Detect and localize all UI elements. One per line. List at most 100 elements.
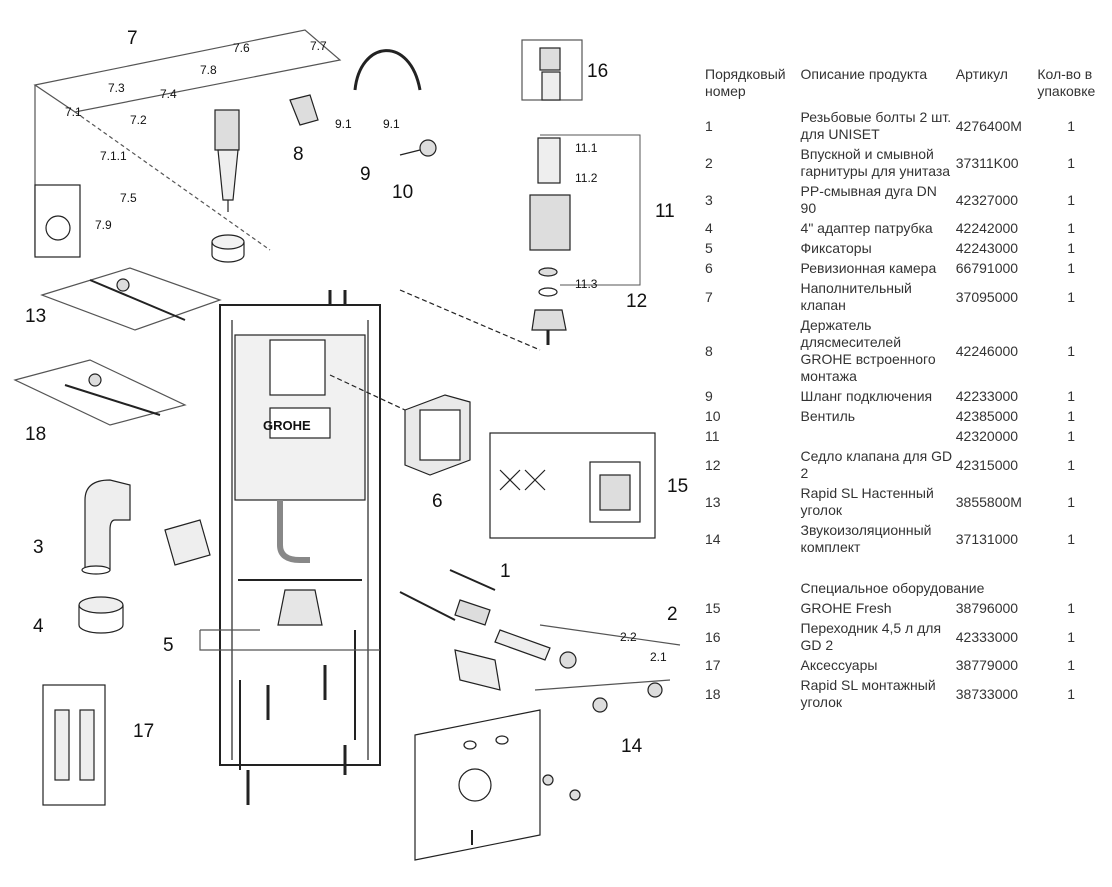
- cell-pos: 15: [705, 600, 721, 616]
- callout-3: 3: [33, 537, 44, 558]
- cell-article: 42243000: [955, 240, 1019, 256]
- cell-article: 42315000: [955, 456, 1019, 473]
- callout-16: 16: [587, 61, 608, 82]
- callout-6: 6: [432, 491, 443, 512]
- cell-article: 38733000: [955, 685, 1019, 702]
- callout-18: 18: [25, 424, 46, 445]
- cell-desc: Переходник 4,5 л для GD 2: [800, 620, 942, 653]
- cell-desc: Держатель длясмесителей GROHE встроенног…: [800, 317, 936, 384]
- cell-desc: Звукоизоляционный комплект: [800, 522, 932, 555]
- callout-7-8: 7.8: [200, 63, 217, 77]
- callout-17: 17: [133, 721, 154, 742]
- header-desc: Описание продукта: [800, 66, 928, 82]
- parts-table-container: Порядковый номер Описание продукта Артик…: [705, 66, 1107, 713]
- callout-15: 15: [667, 476, 688, 497]
- cell-qty: 1: [1067, 408, 1076, 424]
- callout-10: 10: [392, 182, 413, 203]
- cell-pos: 6: [705, 260, 713, 276]
- callout-7-6: 7.6: [233, 41, 250, 55]
- header-article: Артикул: [955, 66, 1008, 82]
- cell-desc: Rapid SL Настенный уголок: [800, 485, 934, 518]
- cell-article: 42246000: [955, 342, 1019, 359]
- cell-article: 38779000: [955, 657, 1019, 673]
- cell-qty: 1: [1067, 117, 1076, 134]
- table-row: 8 Держатель длясмесителей GROHE встроенно…: [705, 316, 1107, 387]
- special-heading-row: Специальное оборудование: [705, 558, 1107, 599]
- callout-7-1-1: 7.1.1: [100, 149, 127, 163]
- table-row: 16 Переходник 4,5 л для GD 2 42333000 1: [705, 619, 1107, 656]
- callout-1: 1: [500, 561, 511, 582]
- cell-pos: 10: [705, 408, 721, 424]
- cell-qty: 1: [1067, 493, 1076, 510]
- cell-pos: 1: [705, 117, 713, 134]
- parts-table: Порядковый номер Описание продукта Артик…: [705, 66, 1107, 713]
- cell-article: 42327000: [955, 191, 1019, 208]
- callout-11-1: 11.1: [575, 141, 598, 155]
- callout-14: 14: [621, 736, 643, 757]
- callout-7-3: 7.3: [108, 81, 125, 95]
- table-row: 5 Фиксаторы 42243000 1: [705, 239, 1107, 259]
- callout-7-4: 7.4: [160, 87, 177, 101]
- cell-pos: 18: [705, 685, 721, 702]
- cell-pos: 9: [705, 388, 713, 404]
- callout-8: 8: [293, 144, 304, 165]
- callout-2-2: 2.2: [620, 630, 637, 644]
- cell-article: 42233000: [955, 388, 1019, 404]
- cell-desc: Наполнительный клапан: [800, 280, 912, 313]
- table-row: 6 Ревизионная камера 66791000 1: [705, 259, 1107, 279]
- cell-desc: Фиксаторы: [800, 240, 872, 256]
- callout-2-1: 2.1: [650, 650, 667, 664]
- callout-13: 13: [25, 306, 46, 327]
- callout-7-9: 7.9: [95, 218, 112, 232]
- cell-pos: 16: [705, 628, 721, 645]
- cell-pos: 4: [705, 220, 713, 236]
- cell-qty: 1: [1067, 260, 1076, 276]
- cell-pos: 3: [705, 191, 713, 208]
- callout-11: 11: [655, 201, 675, 222]
- cell-qty: 1: [1067, 388, 1076, 404]
- cell-pos: 12: [705, 456, 721, 473]
- cell-desc: Седло клапана для GD 2: [800, 448, 953, 481]
- cell-desc: Ревизионная камера: [800, 260, 937, 276]
- exploded-diagram: GROHE 7 7.1 7.1.1 7.2 7.3 7.4 7.5 7.6 7.…: [13, 28, 688, 861]
- cell-article: 66791000: [955, 260, 1019, 276]
- cell-qty: 1: [1067, 154, 1076, 171]
- callout-2: 2: [667, 604, 678, 625]
- cell-pos: 7: [705, 288, 713, 305]
- cell-pos: 8: [705, 342, 713, 359]
- cell-article: 42320000: [955, 428, 1019, 444]
- cell-qty: 1: [1067, 191, 1076, 208]
- cell-article: 42333000: [955, 628, 1019, 645]
- cell-desc: Впускной и смывной гарнитуры для унитаза: [800, 146, 951, 179]
- cell-desc: Резьбовые болты 2 шт. для UNISET: [800, 109, 952, 142]
- callout-7-7: 7.7: [310, 39, 327, 53]
- spacer-cell: [705, 558, 801, 599]
- callout-11-2: 11.2: [575, 171, 598, 185]
- cell-article: 42385000: [955, 408, 1019, 424]
- cell-qty: 1: [1067, 342, 1076, 359]
- cell-article: 3855800M: [955, 493, 1022, 510]
- cell-article: 37311K00: [955, 154, 1019, 171]
- cell-qty: 1: [1067, 628, 1076, 645]
- cell-qty: 1: [1067, 240, 1076, 256]
- callout-12: 12: [626, 291, 647, 312]
- callout-7-5: 7.5: [120, 191, 137, 205]
- callout-7: 7: [127, 28, 138, 49]
- cell-qty: 1: [1067, 288, 1076, 305]
- parts-table-header: Порядковый номер Описание продукта Артик…: [705, 66, 1107, 108]
- callout-4: 4: [33, 616, 44, 637]
- cell-qty: 1: [1067, 220, 1076, 236]
- cell-article: 37131000: [955, 530, 1019, 547]
- cell-pos: 5: [705, 240, 713, 256]
- cell-qty: 1: [1067, 600, 1076, 616]
